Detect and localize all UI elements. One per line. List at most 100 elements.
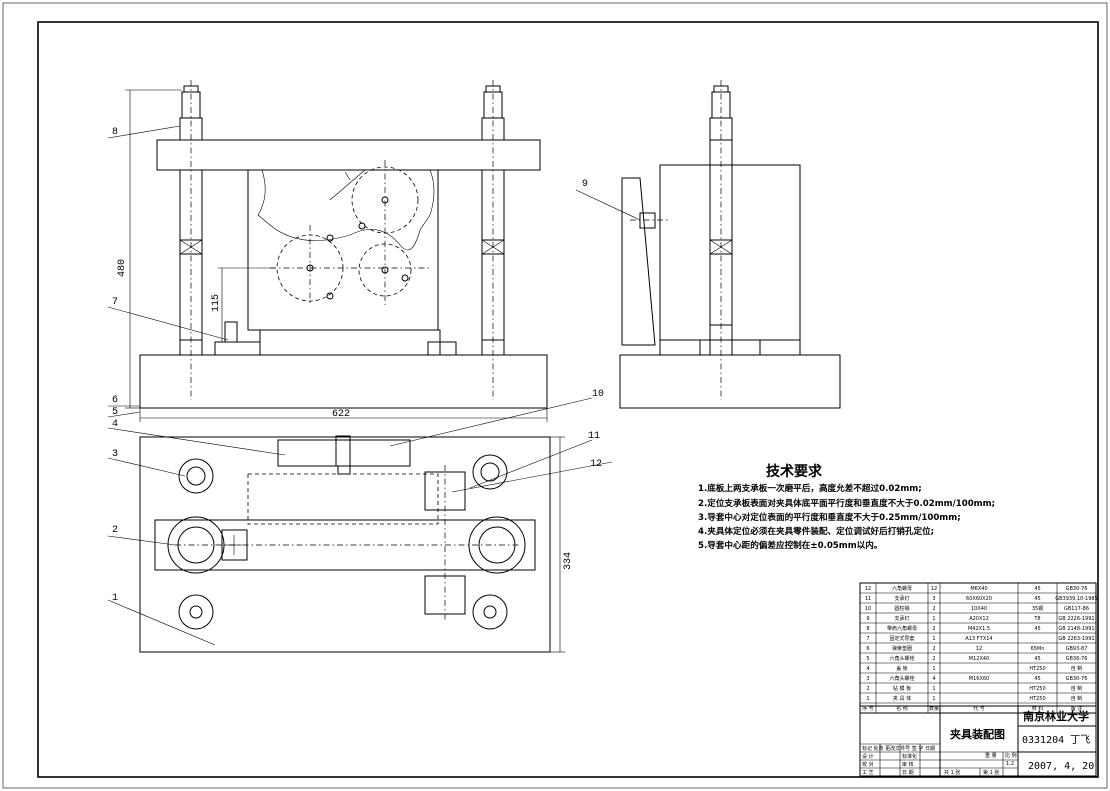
bom-cell-name: 盖 板 (896, 665, 908, 672)
bom-cell-mat: 45 (1034, 626, 1040, 632)
sheet-total: 共 1 张 (944, 769, 960, 776)
bom-cell-std: 自 制 (1071, 685, 1083, 692)
top-view (139, 435, 565, 653)
tb-row-4: 审 核 (902, 761, 914, 768)
bom-cell-mat: 45 (1034, 656, 1040, 662)
bom-cell-spec: M42X1.5 (968, 626, 990, 632)
tech-line-2: 2.定位支承板表面对夹具体底平面平行度和垂直度不大于0.02mm/100mm; (698, 497, 995, 509)
bom-cell-qty: 1 (932, 636, 935, 642)
bom-cell-mat: 35钢 (1032, 605, 1043, 612)
bom-cell-no: 6 (866, 646, 869, 652)
front-view (125, 80, 548, 422)
leader-label-1: 1 (112, 593, 118, 604)
bom-cell-mat: 材 料 (1032, 705, 1044, 712)
bom-cell-mat: T8 (1033, 616, 1040, 622)
bom-cell-spec: M16X60 (969, 676, 989, 682)
bom-cell-no: 4 (866, 666, 869, 672)
tb-row-3: 校 对 (862, 761, 874, 768)
tb-row-6: 日 期 (902, 770, 914, 776)
bom-cell-std: 备 注 (1071, 705, 1083, 712)
bom-cell-name: 支承钉 (894, 615, 909, 622)
bom-cell-name: 夹 具 体 (893, 695, 911, 702)
leader-label-7: 7 (112, 297, 118, 308)
bom-cell-qty: 12 (931, 586, 937, 592)
bom-cell-qty: 2 (932, 626, 935, 632)
bom-cell-no: 9 (866, 616, 869, 622)
bom-cell-spec: A13 F7X14 (965, 636, 992, 642)
leader-label-8: 8 (112, 127, 118, 138)
bom-cell-spec: A20X12 (969, 616, 989, 622)
bom-cell-std: GB36-76 (1066, 656, 1088, 662)
scale-label: 比 例 (1005, 752, 1017, 759)
tech-line-1: 1.底板上两支承板一次磨平后，高度允差不超过0.02mm; (698, 482, 922, 494)
bom-cell-name: 钻 模 板 (893, 685, 911, 692)
bom-cell-name: 支承钉 (894, 595, 909, 602)
bom-cell-std: GB 2148-1991 (1058, 626, 1094, 632)
tech-line-5: 5.导套中心距的偏差应控制在±0.05mm以内。 (698, 539, 882, 551)
drawing-name: 夹具装配图 (950, 727, 1005, 741)
inner-frame (37, 21, 1099, 778)
bom-cell-no: 12 (865, 586, 871, 592)
bom-cell-no: 3 (866, 676, 869, 682)
bom-cell-qty: 1 (932, 666, 935, 672)
bom-cell-name: 六角头螺栓 (889, 655, 914, 662)
sheet-no: 第 1 张 (983, 769, 999, 776)
bom-cell-std: GB117-86 (1064, 606, 1089, 612)
dim-622: 622 (332, 409, 350, 420)
leader-label-10: 10 (592, 389, 604, 400)
bom-cell-qty: 1 (932, 686, 935, 692)
bom-cell-spec: 代 号 (973, 705, 985, 712)
leader-label-4: 4 (112, 419, 118, 430)
bom-cell-name: 固定式导套 (889, 635, 914, 642)
dim-115: 115 (211, 294, 222, 312)
bom-cell-mat: HT250 (1029, 696, 1045, 702)
tech-line-4: 4.夹具体定位必须在夹具零件装配、定位调试好后打销孔定位; (698, 525, 934, 537)
bom-cell-mat: 45 (1034, 676, 1040, 682)
leader-lines (107, 125, 641, 646)
scale-value: 1:2 (1006, 761, 1014, 767)
dim-480: 480 (117, 259, 128, 277)
title-block (859, 705, 1097, 777)
bom-cell-spec: 12 (976, 646, 982, 652)
bom-cell-qty: 2 (932, 646, 935, 652)
bom-cell-std: GB30-76 (1066, 586, 1088, 592)
bom-cell-mat: 45 (1034, 596, 1040, 602)
bom-cell-std: 自 制 (1071, 695, 1083, 702)
leader-label-5: 5 (112, 407, 118, 418)
mass-label: 重 量 (985, 752, 997, 759)
bom-cell-std: GB93-87 (1066, 646, 1088, 652)
bom-cell-spec: M12X40 (969, 656, 989, 662)
drawing-date: 2007, 4, 20 (1028, 761, 1094, 772)
bom-cell-no: 8 (866, 626, 869, 632)
bom-cell-name: 圆柱销 (894, 605, 909, 612)
leader-label-3: 3 (112, 449, 118, 460)
tech-title: 技术要求 (766, 463, 823, 480)
bom-cell-no: 1 (866, 696, 869, 702)
bom-cell-qty: 数量 (929, 705, 939, 712)
bom-cell-qty: 2 (932, 606, 935, 612)
bom-cell-std: GB3939.10-1985 (1055, 596, 1098, 602)
bom-cell-mat: 65Mn (1031, 646, 1045, 652)
leader-label-2: 2 (112, 525, 118, 536)
bom-cell-spec: 10X40 (971, 606, 987, 612)
tb-row-2: 标准化 (902, 753, 917, 760)
bom-cell-spec: M6X40 (970, 586, 987, 592)
bom-cell-std: GB 2263-1991 (1058, 636, 1094, 642)
leader-label-6: 6 (112, 395, 118, 406)
tb-row-1: 设 计 (862, 753, 874, 760)
tech-line-3: 3.导套中心对定位表面的平行度和垂直度不大于0.25mm/100mm; (698, 511, 961, 523)
bom-cell-no: 7 (866, 636, 869, 642)
dim-334: 334 (563, 552, 574, 570)
bom-cell-name: 六角头螺栓 (889, 675, 914, 682)
bom-cell-qty: 1 (932, 616, 935, 622)
bom-cell-no: 2 (866, 686, 869, 692)
bom-cell-qty: 2 (932, 656, 935, 662)
leader-label-9: 9 (582, 179, 588, 190)
leader-label-11: 11 (588, 431, 600, 442)
bom-cell-spec: 60X60X20 (966, 596, 992, 602)
bom-frame (859, 582, 1097, 714)
bom-cell-std: GB30-76 (1066, 676, 1088, 682)
